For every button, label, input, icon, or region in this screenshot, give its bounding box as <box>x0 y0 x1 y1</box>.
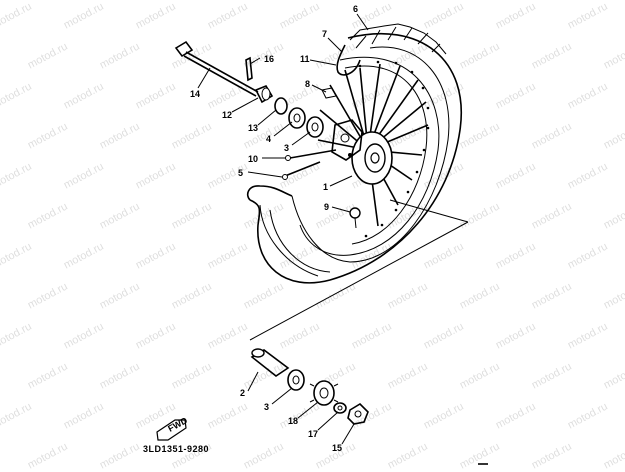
callout-2: 2 <box>240 388 245 398</box>
meter-gear <box>309 380 339 406</box>
callout-15: 15 <box>332 443 342 453</box>
bearing-upper <box>288 107 306 129</box>
hub <box>331 119 393 185</box>
screw-5 <box>282 161 321 180</box>
callout-11: 11 <box>300 54 310 64</box>
tube-band <box>321 44 361 99</box>
cotter-pin <box>245 56 253 82</box>
collar <box>254 85 274 104</box>
rim-dots <box>358 60 430 238</box>
callout-13: 13 <box>248 123 258 133</box>
callout-8: 8 <box>305 79 310 89</box>
callout-3-lower: 3 <box>264 402 269 412</box>
spacer <box>250 348 290 377</box>
washer <box>333 402 347 414</box>
projection-lines <box>249 199 469 341</box>
front-arrow-badge: FWD <box>156 415 189 441</box>
axle <box>174 40 259 97</box>
diagram-code: 3LD1351-9280 <box>143 444 210 454</box>
callout-3-upper: 3 <box>284 143 289 153</box>
nut-9 <box>349 207 361 229</box>
callout-18: 18 <box>288 416 298 426</box>
bearing-lower <box>287 369 305 391</box>
bearing-3 <box>306 116 324 138</box>
callout-labels: 6 7 11 8 16 14 12 13 4 3 10 5 1 9 2 3 18… <box>190 4 358 453</box>
callout-5: 5 <box>238 168 243 178</box>
callout-4: 4 <box>266 134 271 144</box>
leader-lines <box>197 13 369 445</box>
axle-nut <box>347 402 369 425</box>
rim <box>299 56 440 256</box>
bolt-10 <box>285 149 337 161</box>
callout-14: 14 <box>190 89 200 99</box>
callout-9: 9 <box>324 202 329 212</box>
callout-7: 7 <box>322 29 327 39</box>
callout-16: 16 <box>264 54 274 64</box>
oil-seal <box>274 97 288 115</box>
callout-6: 6 <box>353 4 358 14</box>
callout-17: 17 <box>308 429 318 439</box>
callout-10: 10 <box>248 154 258 164</box>
tire <box>246 23 463 284</box>
callout-12: 12 <box>222 110 232 120</box>
callout-1: 1 <box>323 182 328 192</box>
